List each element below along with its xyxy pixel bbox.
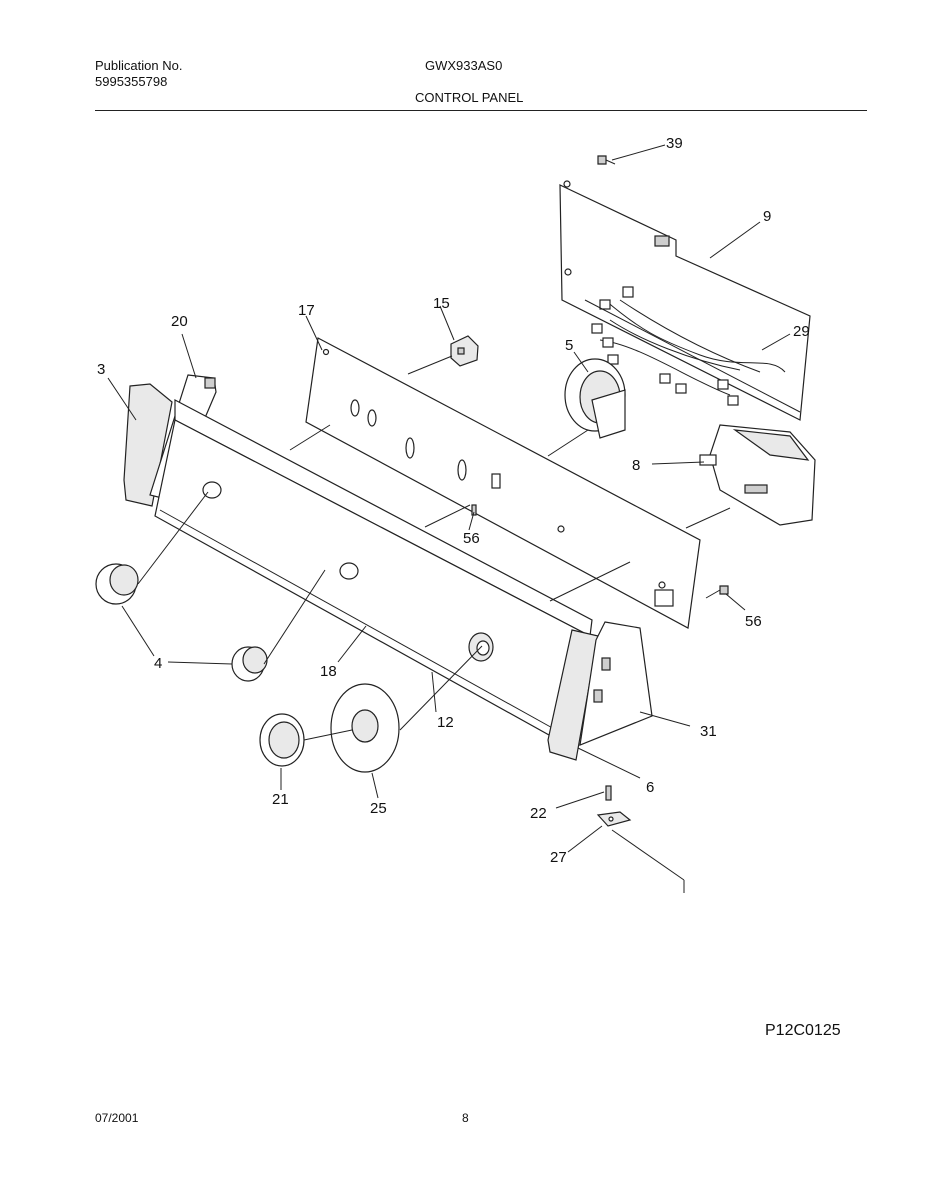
mounting-bracket-17 xyxy=(305,337,701,629)
callout-3: 3 xyxy=(97,361,105,378)
callout-56-bracket: 56 xyxy=(463,530,480,547)
callout-21: 21 xyxy=(272,791,289,808)
publication-number: 5995355798 xyxy=(95,74,168,89)
figure-code: P12C0125 xyxy=(765,1022,841,1039)
wire-harness xyxy=(591,286,786,406)
clip-27 xyxy=(596,811,632,827)
callout-27: 27 xyxy=(550,849,567,866)
callout-15: 15 xyxy=(433,295,450,312)
callout-8: 8 xyxy=(632,457,640,474)
leader-lines xyxy=(107,144,801,893)
footer-page-number: 8 xyxy=(462,1111,469,1125)
end-cap-right xyxy=(547,629,599,761)
callout-6: 6 xyxy=(646,779,654,796)
end-cap-left xyxy=(123,383,173,507)
callout-12: 12 xyxy=(437,714,454,731)
publication-label: Publication No. xyxy=(95,58,183,73)
callout-22: 22 xyxy=(530,805,547,822)
callout-18: 18 xyxy=(320,663,337,680)
footer-date: 07/2001 xyxy=(95,1111,139,1125)
control-panel-18 xyxy=(154,399,593,741)
switch-15 xyxy=(450,335,479,367)
callout-56-side: 56 xyxy=(745,613,762,630)
dial-25 xyxy=(330,683,400,773)
callout-29: 29 xyxy=(793,323,810,340)
header-rule xyxy=(95,110,867,111)
callout-39: 39 xyxy=(666,135,683,152)
screw-39 xyxy=(597,155,616,165)
callout-25: 25 xyxy=(370,800,387,817)
screw-56-side xyxy=(705,585,729,599)
callouts: 39 9 29 15 17 20 3 5 8 56 56 4 18 12 31 … xyxy=(97,135,810,866)
callout-4: 4 xyxy=(154,655,162,672)
callout-31: 31 xyxy=(700,723,717,740)
callout-17: 17 xyxy=(298,302,315,319)
model-number: GWX933AS0 xyxy=(425,58,503,73)
section-title: CONTROL PANEL xyxy=(415,90,524,105)
knob-21 xyxy=(259,713,305,767)
knob-4-lower xyxy=(231,646,268,682)
housing-31 xyxy=(579,621,653,746)
rear-cover-panel xyxy=(559,180,811,421)
callout-5: 5 xyxy=(565,337,573,354)
selector-switch-5 xyxy=(564,358,626,439)
knob-4-upper xyxy=(95,563,139,605)
screw-22 xyxy=(605,785,612,801)
timer-8 xyxy=(699,424,816,526)
callout-20: 20 xyxy=(171,313,188,330)
screw-56-bracket xyxy=(471,504,477,516)
callout-9: 9 xyxy=(763,208,771,225)
